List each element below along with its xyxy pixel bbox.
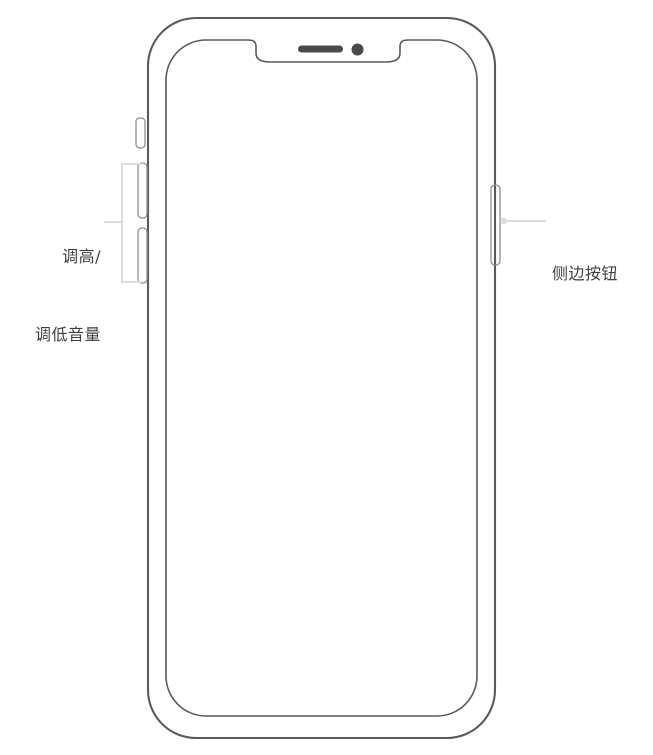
- label-volume-line1: 调高/: [62, 247, 101, 266]
- label-volume-line2: 调低音量: [34, 325, 101, 344]
- label-volume-buttons: 调高/ 调低音量: [0, 192, 101, 400]
- side-button[interactable]: [490, 184, 501, 266]
- side-button-leader-dot: [500, 217, 507, 225]
- volume-up-button[interactable]: [137, 162, 148, 219]
- earpiece-speaker-icon: [298, 45, 343, 53]
- volume-down-button[interactable]: [137, 227, 148, 284]
- device-body-outline: [146, 16, 497, 740]
- front-camera-icon: [351, 43, 364, 56]
- label-side-button-line1: 侧边按钮: [552, 264, 619, 283]
- display-screen-outline: [165, 39, 478, 717]
- label-side-button: 侧边按钮: [552, 209, 653, 339]
- ring-silent-switch[interactable]: [135, 117, 146, 149]
